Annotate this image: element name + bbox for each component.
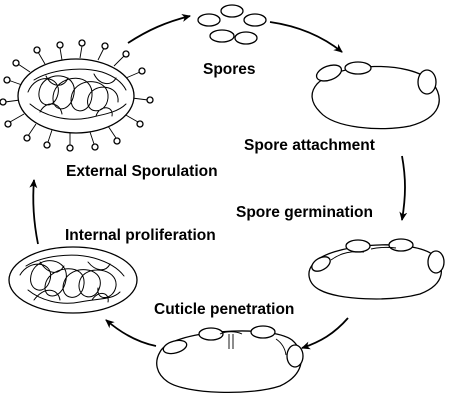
arrow-to-spore-attachment [269, 21, 343, 53]
arrow-to-spore-germination [399, 155, 408, 221]
arrow-to-spores [127, 14, 191, 44]
cuticle-penetration-label: Cuticle penetration [154, 301, 294, 318]
external-sporulation-label: External Sporulation [66, 163, 218, 180]
spores-illustration [197, 4, 267, 45]
spore-germination-illustration [308, 238, 445, 300]
spore-germination-label: Spore germination [236, 204, 373, 221]
arrow-to-external-sporulation [29, 179, 39, 245]
cycle-arrows [29, 14, 408, 350]
spores-label: Spores [203, 61, 256, 78]
spore-attachment-label: Spore attachment [244, 137, 375, 154]
external-sporulation-illustration [0, 39, 154, 152]
internal-proliferation-illustration [8, 246, 138, 314]
cuticle-penetration-illustration [156, 325, 304, 394]
arrow-to-internal-proliferation [105, 319, 157, 347]
internal-proliferation-label: Internal proliferation [65, 227, 216, 244]
arrow-to-cuticle-penetration [301, 317, 349, 350]
spore-attachment-illustration [311, 61, 440, 130]
